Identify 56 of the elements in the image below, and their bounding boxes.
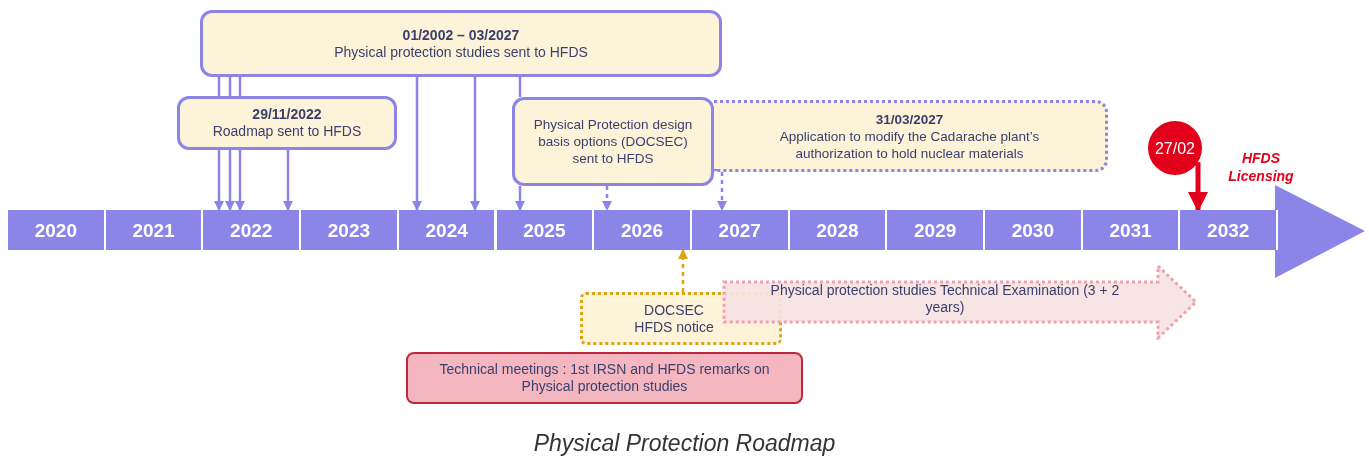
event-box [512,97,714,186]
year-cell [691,210,790,250]
examination-arrow [722,264,1198,340]
date-label: 31/03/2027 [874,110,945,128]
event-box [200,10,722,77]
event-text: Roadmap sent to HFDS [211,123,363,140]
meeting-box [406,352,803,404]
event-box [714,100,1108,172]
date-label: 29/11/2022 [251,106,323,123]
event-text: DOCSEC HFDS notice [633,301,715,336]
year-label: 2021 [131,221,176,239]
year-label: 2026 [619,221,665,239]
arrow [214,150,224,211]
year-label: 2030 [1010,221,1055,239]
year-cell [594,210,692,250]
year-label: 2031 [1108,221,1153,239]
milestone-label: HFDS Licensing [1227,149,1295,185]
year-label: 2027 [717,221,762,239]
date-label: 01/2002 – 03/2027 [401,26,521,44]
event-text: Technical meetings : 1st IRSN and HFDS remarks on Physical protection studies [438,361,771,395]
event-text: Physical Protection design basis options (DOCSEC) sent to HFDS [532,116,694,167]
year-label: 2032 [1206,221,1251,239]
year-cell [1082,210,1181,250]
year-cell [887,210,985,250]
year-cell [398,210,497,250]
arrow [678,249,688,292]
year-cell [301,210,399,250]
arrow [515,186,525,211]
year-label: 2029 [913,221,958,239]
year-label: 2023 [326,221,372,239]
year-cell [105,210,204,250]
year-label: 2020 [33,221,78,239]
arrow [235,150,245,211]
event-text: Application to modify the Cadarache plant’s authorization to hold nuclear materials [778,127,1041,162]
year-label: 2022 [229,221,274,239]
year-cell [985,210,1083,250]
arrow [470,77,480,211]
year-label: 2028 [815,221,860,239]
arrow [283,150,293,211]
arrow [412,77,422,211]
year-cell [8,210,106,250]
year-cell [1180,210,1279,250]
caption: Physical Protection Roadmap [532,430,837,457]
year-cell [203,210,302,250]
event-box [177,96,397,150]
arrow [225,150,235,211]
event-text: Physical protection studies Technical Examination (3 + 2 years) [769,282,1121,316]
year-cell [496,210,595,250]
event-text: Physical protection studies sent to HFDS [333,43,589,61]
event-text: 27/02 [1153,139,1196,157]
year-cell [789,210,888,250]
year-label: 2024 [424,221,469,239]
arrow [602,186,612,211]
year-label: 2025 [522,221,567,239]
arrow [1188,162,1208,212]
arrow [717,172,727,211]
